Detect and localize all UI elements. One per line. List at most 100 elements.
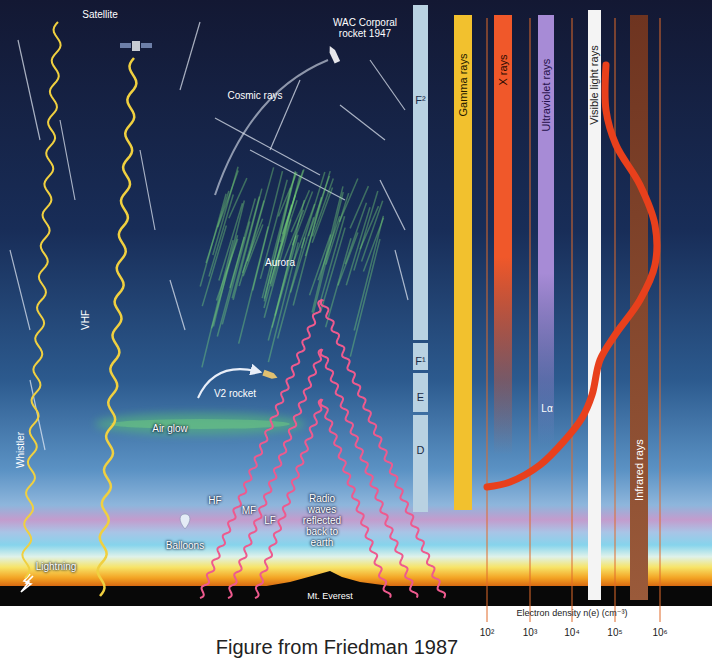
aurora-streak <box>360 206 378 249</box>
v2-arc <box>198 369 260 398</box>
layer-label: F¹ <box>415 356 425 367</box>
cosmic-ray <box>18 40 40 140</box>
band-label: Visible light rays <box>589 45 600 124</box>
cosmic-rays <box>10 22 408 450</box>
aurora-streak <box>313 192 344 316</box>
radio-wave <box>255 400 391 598</box>
grid-line <box>660 18 661 622</box>
ionosphere-layer: E <box>413 373 428 412</box>
cosmic-ray <box>215 118 320 175</box>
band-name: MF <box>242 505 256 516</box>
radio-wave <box>200 300 445 598</box>
aurora-streak <box>248 167 274 261</box>
aurora-streak <box>233 189 262 300</box>
axis-tick: 10⁶ <box>652 627 667 638</box>
aurora-streak <box>202 226 226 307</box>
radio-signal <box>98 58 137 596</box>
axis-tick: 10⁴ <box>564 627 579 638</box>
wac-rocket <box>327 45 340 64</box>
aurora-streak <box>213 167 238 255</box>
aurora-streak <box>346 207 370 285</box>
aurora-streak <box>213 201 244 327</box>
cosmic-ray <box>60 120 75 200</box>
aurora-streak <box>291 190 309 232</box>
axis-tick: 10³ <box>523 627 537 638</box>
rocket-body <box>262 370 278 381</box>
band-label: Ultraviolet rays <box>541 59 552 132</box>
aurora-streak <box>209 195 233 277</box>
band-label: X rays <box>498 54 509 85</box>
aurora-streaks <box>200 167 383 368</box>
aurora-streak <box>291 217 314 292</box>
axis-tick: 10² <box>480 627 494 638</box>
note: Radio waves reflected back to earth <box>299 493 345 548</box>
phenomenon-label: Whistler <box>15 432 26 468</box>
aurora-streak <box>339 178 358 221</box>
aurora-streak <box>222 222 249 325</box>
cosmic-ray <box>340 105 385 140</box>
band-name: LF <box>264 515 276 526</box>
solar-panel <box>141 43 152 48</box>
cosmic-ray <box>380 180 405 230</box>
ground <box>0 586 712 606</box>
axis-title: Electron density n(e) (cm⁻³) <box>517 609 628 619</box>
glow <box>110 419 290 429</box>
sky <box>0 0 712 586</box>
balloon-shape <box>180 514 190 529</box>
aurora-streak <box>363 218 383 272</box>
spectrum-band: Visible light rays <box>588 10 601 600</box>
grid-line <box>572 18 573 622</box>
cosmic-ray <box>180 22 200 90</box>
cosmic-ray <box>395 250 408 300</box>
aurora-streak <box>318 216 340 280</box>
aurora-streak <box>313 178 334 236</box>
phenomenon-label: Air glow <box>152 423 188 434</box>
density-curve <box>487 65 657 487</box>
aurora-streak <box>268 236 296 341</box>
satellite <box>120 41 152 51</box>
aurora-streak <box>262 188 291 298</box>
balloon <box>180 514 190 529</box>
cosmic-ray <box>370 60 405 110</box>
grid-line <box>615 18 616 622</box>
object-label: WAC Corporal rocket 1947 <box>328 17 402 39</box>
phenomenon-label: Aurora <box>265 257 295 268</box>
figure-caption: Figure from Friedman 1987 <box>216 636 458 658</box>
radio-signal <box>22 22 60 578</box>
phenomenon-label: Cosmic rays <box>227 90 282 101</box>
aurora-streak <box>264 171 295 299</box>
band-name: HF <box>208 495 221 506</box>
line-label: Lα <box>541 403 552 414</box>
cosmic-ray <box>10 250 30 330</box>
radio-waves <box>200 300 445 598</box>
layer-label: F² <box>415 95 425 106</box>
phenomenon-label: Lightning <box>36 561 77 572</box>
object-label: Balloons <box>166 540 204 551</box>
solar-panel <box>120 43 131 48</box>
band-label: Infrared rays <box>634 439 645 501</box>
cosmic-ray <box>140 150 155 230</box>
rocket-body <box>327 45 340 64</box>
rocket-trail <box>215 60 328 195</box>
layer-label: E <box>417 392 424 403</box>
band-label: Gamma rays <box>458 54 469 117</box>
satellite-body <box>132 41 140 51</box>
layer-label: D <box>417 445 425 456</box>
object-label: Satellite <box>82 9 118 20</box>
grid-line <box>530 18 531 622</box>
spectrum-band: X rays <box>494 15 512 455</box>
axis-tick: 10⁵ <box>607 627 622 638</box>
aurora-streak <box>217 237 244 337</box>
ionosphere-layer: F¹ <box>413 343 428 370</box>
spectrum-band: Gamma rays <box>454 15 472 510</box>
landmark-label: Mt. Everest <box>307 592 353 602</box>
aurora-streak <box>264 205 291 308</box>
ionosphere-layer: D <box>413 415 428 512</box>
aurora-streak <box>308 176 329 236</box>
aurora-streak <box>354 191 378 270</box>
aurora-streak <box>354 216 383 331</box>
v2-rocket <box>262 370 278 381</box>
ionosphere-layer: F² <box>413 5 428 340</box>
